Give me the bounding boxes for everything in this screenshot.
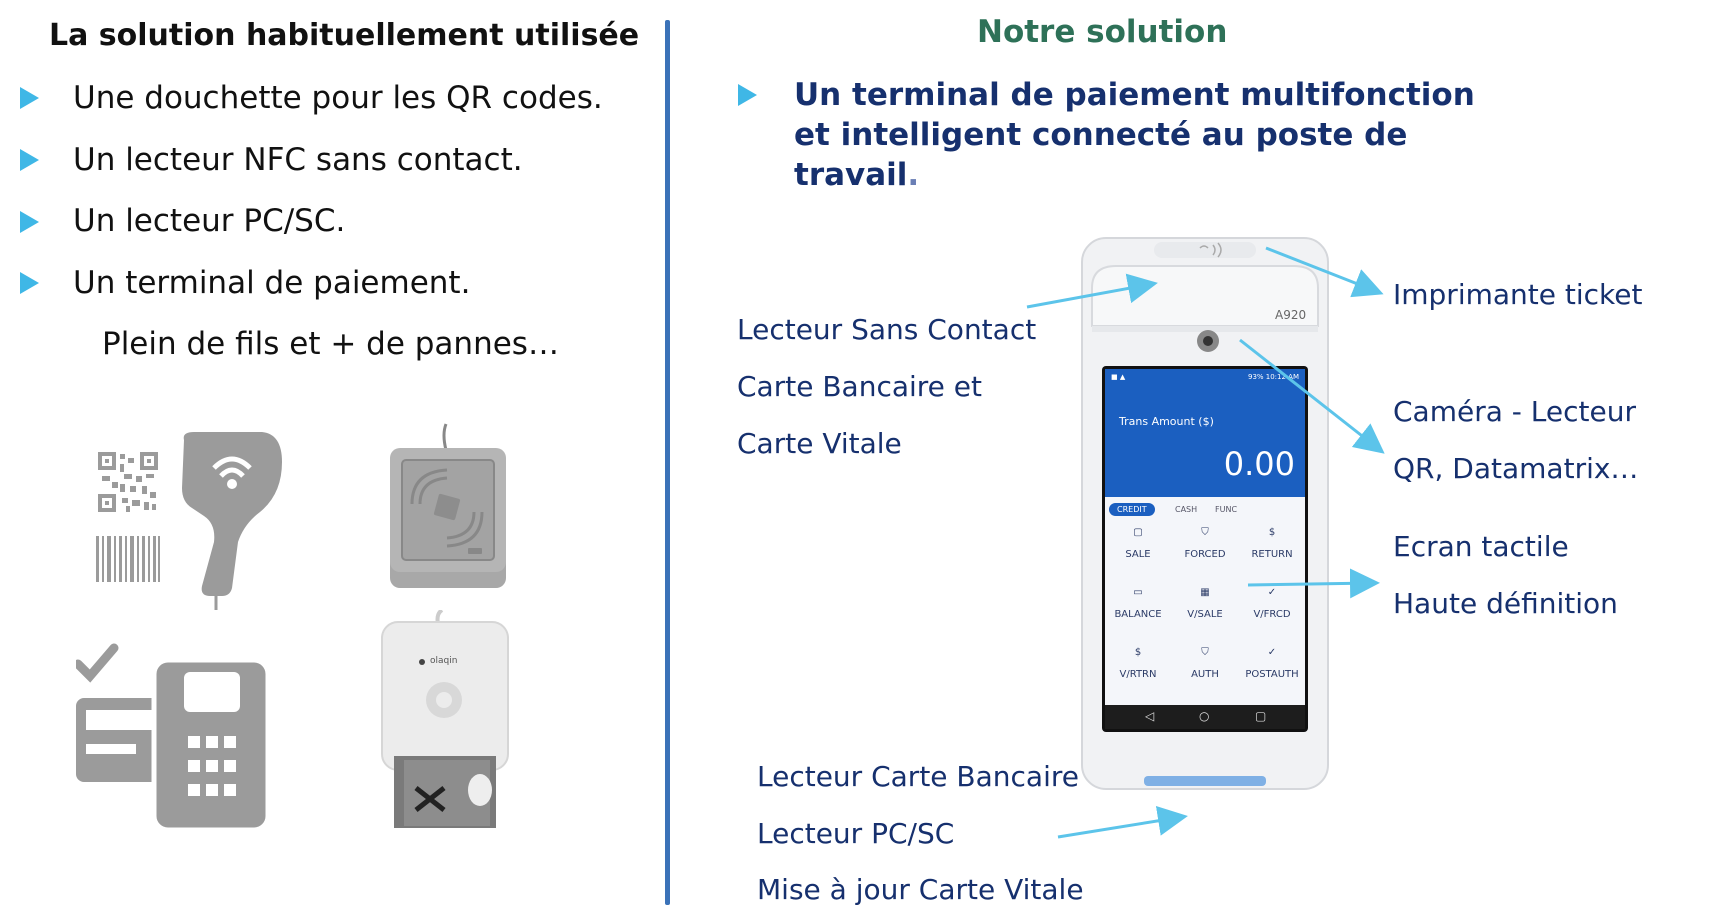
payment-terminal-icon	[76, 643, 271, 830]
bullet-icon	[738, 84, 757, 106]
btn-sale[interactable]: ▢ SALE	[1105, 521, 1171, 577]
arrow-screen	[1247, 568, 1380, 599]
btn-vrtrn[interactable]: $ V/RTRN	[1105, 641, 1171, 697]
label-camera-1: Caméra - Lecteur	[1393, 395, 1636, 428]
dollar-icon: $	[1134, 647, 1142, 658]
terminal-device: A920 ■ ▲ 93% 10:12 AM Trans Amount ($) 0…	[1080, 236, 1330, 791]
label-contactless-2: Carte Bancaire et	[737, 370, 982, 403]
tab-func[interactable]: FUNC	[1215, 505, 1238, 514]
btn-postauth-label: POSTAUTH	[1245, 669, 1299, 680]
label-screen-1: Ecran tactile	[1393, 530, 1569, 563]
label-card-reader-2: Lecteur PC/SC	[757, 817, 955, 850]
back-icon[interactable]: ◁	[1145, 709, 1155, 723]
arrow-camera	[1239, 338, 1385, 454]
sale-icon: ▢	[1133, 527, 1143, 538]
check-icon: ✓	[1267, 647, 1277, 658]
left-item-4: Un terminal de paiement.	[73, 265, 471, 301]
btn-vfrcd-label: V/FRCD	[1253, 609, 1291, 620]
card-icon: ▭	[1133, 587, 1143, 598]
status-bar: ■ ▲ 93% 10:12 AM	[1111, 373, 1299, 385]
android-nav-bar: ◁ ○ ▢	[1105, 705, 1305, 729]
arrow-contactless	[1026, 273, 1158, 309]
btn-vsale-label: V/SALE	[1187, 609, 1223, 620]
terminal-screen: ■ ▲ 93% 10:12 AM Trans Amount ($) 0.00 C…	[1105, 369, 1305, 729]
bullet-icon	[20, 87, 39, 109]
btn-auth[interactable]: ⛉ AUTH	[1172, 641, 1238, 697]
bullet-icon	[20, 149, 39, 171]
screen-header	[1105, 369, 1305, 497]
check-icon: ✓	[1267, 587, 1277, 598]
btn-postauth[interactable]: ✓ POSTAUTH	[1239, 641, 1305, 697]
btn-vrtrn-label: V/RTRN	[1119, 669, 1157, 680]
left-item-2: Un lecteur NFC sans contact.	[73, 142, 523, 178]
headline-line-1: Un terminal de paiement multifonction	[794, 77, 1475, 113]
btn-balance-label: BALANCE	[1114, 609, 1162, 620]
label-card-reader-3: Mise à jour Carte Vitale	[757, 873, 1084, 906]
btn-return[interactable]: $ RETURN	[1239, 521, 1305, 577]
btn-forced[interactable]: ⛉ FORCED	[1172, 521, 1238, 577]
status-left: ■ ▲	[1111, 373, 1126, 381]
barcode-icon	[96, 536, 160, 582]
shield-icon: ⛉	[1201, 527, 1209, 538]
reader-brand: olaqin	[430, 656, 458, 666]
qr-code-icon	[98, 452, 158, 512]
label-screen-2: Haute définition	[1393, 587, 1618, 620]
btn-vsale[interactable]: ▦ V/SALE	[1172, 581, 1238, 637]
bullet-icon	[20, 211, 39, 233]
trans-amount-value: 0.00	[1223, 445, 1295, 483]
label-card-reader-1: Lecteur Carte Bancaire	[757, 760, 1079, 793]
tab-cash[interactable]: CASH	[1175, 505, 1198, 514]
arrow-printer	[1265, 246, 1384, 298]
right-title: Notre solution	[977, 14, 1228, 50]
headline-line-2: et intelligent connecté au poste de	[794, 117, 1408, 153]
left-note: Plein de fils et + de pannes…	[102, 326, 559, 362]
arrow-card-reader	[1057, 806, 1188, 839]
pcsc-card-reader-icon	[381, 610, 509, 828]
btn-vfrcd[interactable]: ✓ V/FRCD	[1239, 581, 1305, 637]
left-item-3: Un lecteur PC/SC.	[73, 203, 346, 239]
headline-period: .	[907, 157, 920, 193]
recent-apps-icon[interactable]: ▢	[1255, 709, 1267, 723]
buttons-grid: ▢ SALE ⛉ FORCED $ RETURN ▭ BALANCE ▦ V/SALE ✓…	[1105, 521, 1305, 701]
headline-line-3-text: travail	[794, 157, 908, 193]
shield-icon: ⛉	[1201, 647, 1209, 658]
nfc-reader-icon	[390, 423, 506, 588]
trans-amount-label: Trans Amount ($)	[1119, 415, 1214, 428]
btn-auth-label: AUTH	[1191, 669, 1219, 680]
left-item-1: Une douchette pour les QR codes.	[73, 80, 603, 116]
home-icon[interactable]: ○	[1199, 709, 1210, 723]
calendar-icon: ▦	[1200, 587, 1210, 598]
btn-forced-label: FORCED	[1184, 549, 1226, 560]
column-divider	[665, 20, 670, 905]
dollar-icon: $	[1268, 527, 1276, 538]
label-camera-2: QR, Datamatrix…	[1393, 452, 1639, 485]
terminal-model: A920	[1275, 308, 1307, 322]
barcode-scanner-icon	[182, 432, 282, 610]
bullet-icon	[20, 272, 39, 294]
btn-return-label: RETURN	[1251, 549, 1293, 560]
label-contactless-3: Carte Vitale	[737, 427, 902, 460]
btn-balance[interactable]: ▭ BALANCE	[1105, 581, 1171, 637]
status-right: 93% 10:12 AM	[1247, 373, 1299, 381]
btn-sale-label: SALE	[1125, 549, 1151, 560]
label-contactless-1: Lecteur Sans Contact	[737, 313, 1037, 346]
left-title: La solution habituellement utilisée	[49, 18, 640, 53]
tab-credit[interactable]: CREDIT	[1109, 503, 1155, 516]
label-printer: Imprimante ticket	[1393, 278, 1643, 311]
headline-line-3: travail.	[794, 155, 919, 195]
